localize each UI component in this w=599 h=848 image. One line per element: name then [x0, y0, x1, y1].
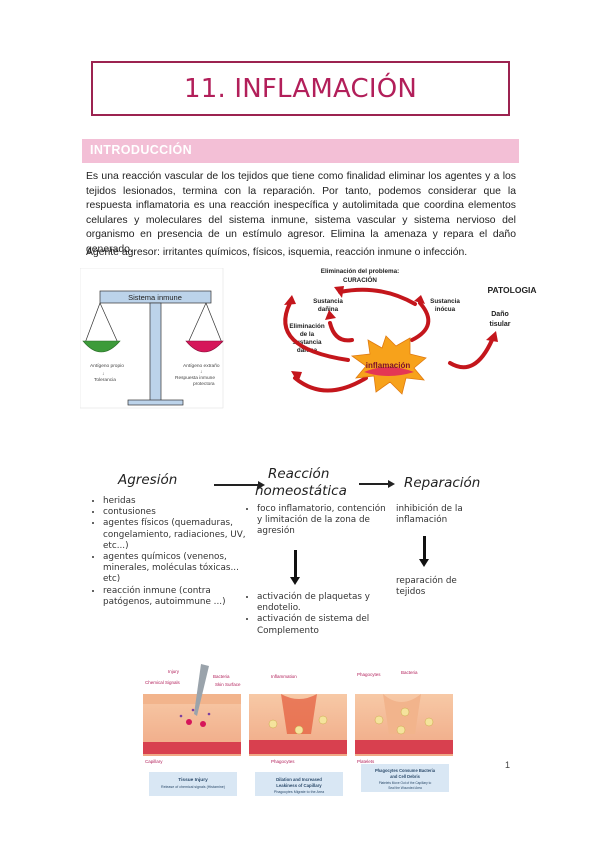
inflamacion-label: inflamación [366, 361, 411, 370]
agresion-title: Agresión [118, 472, 178, 488]
reparacion-bottom: reparación de tejidos [396, 576, 457, 598]
inflammation-flow: Agresión Reacción homeostática Reparació… [84, 466, 524, 646]
agresion-list: heridas contusiones agentes físicos (que… [90, 496, 255, 608]
svg-text:Sustancia: Sustancia [313, 298, 343, 305]
svg-text:Skin Surface: Skin Surface [215, 682, 241, 687]
agente-paragraph: Agente agresor: irritantes químicos, fís… [86, 247, 468, 258]
curacion-label-1: Eliminación del problema: [321, 268, 399, 275]
list-item: foco inflamatorio, contención y limitaci… [257, 504, 392, 538]
title-box: 11. INFLAMACIÓN [91, 61, 510, 116]
panel-phagocytes: Phagocytes Bacteria Platelets [355, 670, 453, 764]
svg-text:Eliminación: Eliminación [289, 323, 324, 330]
arrow-right-icon [359, 480, 395, 487]
inflammation-cycle-diagram: Eliminación del problema: CURACIÓN Susta… [283, 268, 537, 395]
reaccion-title-1: Reacción [268, 466, 330, 482]
svg-text:Inflammation: Inflammation [271, 674, 297, 679]
inflammation-burst [350, 335, 427, 395]
svg-text:de la: de la [300, 331, 315, 338]
svg-text:Sustancia: Sustancia [430, 298, 460, 305]
immune-balance-diagram: Sistema inmune Antígeno propio ↓ Toleran… [80, 268, 224, 409]
list-item: activación de sistema del Complemento [257, 614, 392, 636]
svg-text:Dilation and Increased: Dilation and Increased [276, 777, 322, 782]
svg-text:Seal the Wounded Area: Seal the Wounded Area [388, 786, 422, 790]
svg-text:Tolerancia: Tolerancia [94, 377, 116, 383]
list-item: reacción inmune (contra patógenos, autoi… [103, 586, 255, 608]
svg-text:Bacteria: Bacteria [401, 670, 418, 675]
list-item: activación de plaquetas y endotelio. [257, 592, 392, 614]
svg-text:Injury: Injury [168, 669, 180, 674]
svg-text:Leakiness of Capillary: Leakiness of Capillary [276, 783, 322, 788]
svg-text:Phagocytes Consume Bacteria: Phagocytes Consume Bacteria [375, 768, 436, 773]
svg-text:protectora: protectora [193, 381, 215, 387]
reparacion-title: Reparación [404, 475, 481, 491]
svg-text:Platelets: Platelets [357, 759, 375, 764]
balance-label: Sistema inmune [128, 293, 182, 302]
svg-text:↓: ↓ [200, 370, 202, 375]
page-title: 11. INFLAMACIÓN [183, 73, 418, 104]
svg-text:Phagocytes Migrate to the Area: Phagocytes Migrate to the Area [274, 790, 324, 794]
svg-text:Chemical Signals: Chemical Signals [145, 680, 181, 685]
list-item: agentes químicos (venenos, minerales, mo… [103, 552, 255, 586]
svg-text:Bacteria: Bacteria [213, 674, 230, 679]
svg-text:Phagocytes: Phagocytes [357, 672, 381, 677]
svg-text:Capillary: Capillary [145, 759, 163, 764]
svg-text:tisular: tisular [489, 321, 510, 328]
svg-text:Antígeno extraño: Antígeno extraño [183, 363, 220, 369]
list-item: heridas [103, 496, 255, 507]
svg-text:Release of chemical signals (H: Release of chemical signals (Histamine) [161, 785, 225, 789]
svg-text:inócua: inócua [435, 306, 456, 313]
section-heading: INTRODUCCIÓN [90, 143, 193, 157]
curacion-label-2: CURACIÓN [343, 275, 377, 284]
page-number: 1 [505, 760, 511, 770]
top-diagrams: Sistema inmune Antígeno propio ↓ Toleran… [80, 268, 537, 409]
reparacion-top: inhibición de la inflamación [396, 504, 463, 526]
svg-text:Antígeno propio: Antígeno propio [90, 363, 124, 369]
svg-text:sustancia: sustancia [292, 339, 322, 346]
left-pan [82, 340, 121, 353]
svg-text:Platelets Move Out of the Capi: Platelets Move Out of the Capillary to [379, 781, 432, 785]
arrow-down-icon [419, 536, 429, 567]
right-pan [185, 340, 224, 353]
list-item: agentes físicos (quemaduras, congelamien… [103, 518, 255, 552]
svg-text:↓: ↓ [102, 372, 104, 377]
svg-text:dañina: dañina [318, 306, 339, 313]
list-item: contusiones [103, 507, 255, 518]
patologia-label: PATOLOGIA [487, 285, 536, 295]
arrow-down-icon [290, 550, 300, 585]
tissue-injury-illustration: Injury Chemical Signals Bacteria Skin Su… [143, 664, 453, 796]
intro-paragraph: Es una reacción vascular de los tejidos … [86, 171, 516, 255]
svg-text:Respuesta inmune: Respuesta inmune [175, 375, 215, 381]
panel-dilation: Inflammation Phagocytes [249, 674, 347, 764]
svg-text:Phagocytes: Phagocytes [271, 759, 295, 764]
svg-text:Daño: Daño [491, 311, 509, 318]
section-heading-bar: INTRODUCCIÓN [82, 139, 519, 163]
reaccion-list-bottom: activación de plaquetas y endotelio. act… [244, 592, 392, 637]
svg-text:and Cell Debris: and Cell Debris [390, 774, 421, 779]
balance-post [149, 302, 162, 404]
svg-text:Tissue Injury: Tissue Injury [178, 777, 208, 783]
reaccion-title-2: homeostática [255, 483, 347, 499]
reaccion-list-top: foco inflamatorio, contención y limitaci… [244, 504, 392, 538]
captions: Tissue Injury Release of chemical signal… [149, 764, 449, 796]
needle-icon [194, 664, 209, 716]
arrow-right-icon [214, 481, 265, 488]
panel-tissue-injury: Injury Chemical Signals Bacteria Skin Su… [143, 664, 241, 764]
